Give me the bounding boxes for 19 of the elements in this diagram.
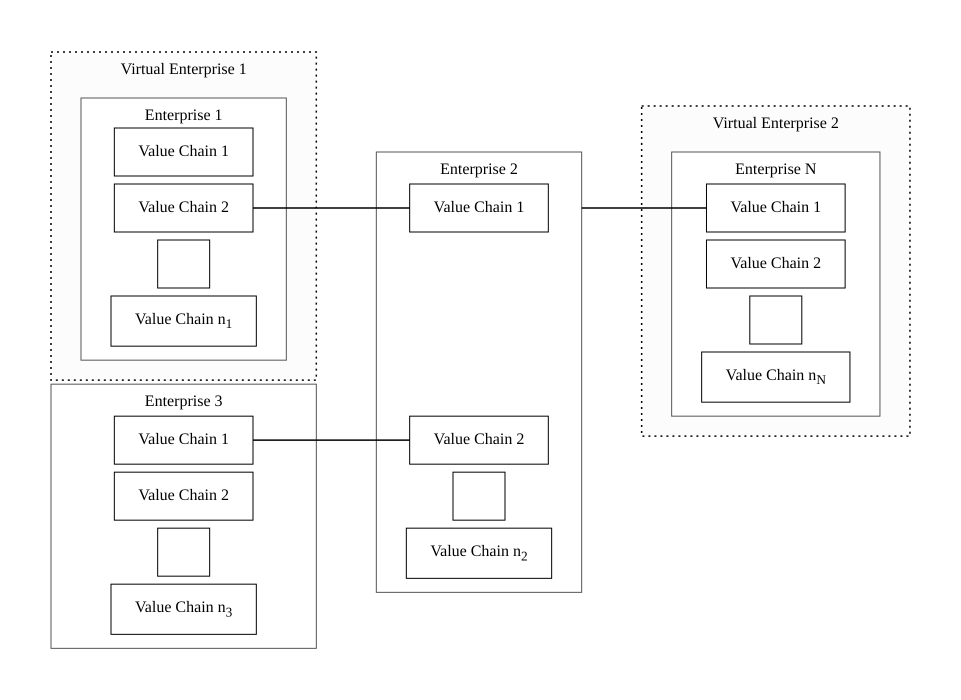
node-box [452,472,506,520]
node-box: Value Chain 1 [409,183,549,232]
node-box: Value Chain 1 [114,127,254,176]
node-box [157,528,210,576]
node-box: Value Chain n$_{1}$ [110,295,257,346]
node-box: Value Chain 1 [706,183,846,232]
node-box: Value Chain 2 [114,472,254,520]
connector [253,439,410,441]
node-box: Value Chain 2 [409,416,549,464]
node-box: Value Chain 2 [114,183,254,232]
node-box: Value Chain n$_{2}$ [406,528,552,579]
connector [582,207,706,209]
connector [253,207,410,209]
node-box [749,295,802,344]
node-box: Value Chain n$_{N}$ [701,351,850,402]
node-box: Value Chain 1 [114,416,254,464]
node-box [157,239,210,288]
node-box: Value Chain 2 [706,239,846,288]
node-box: Value Chain n$_{3}$ [110,584,257,635]
